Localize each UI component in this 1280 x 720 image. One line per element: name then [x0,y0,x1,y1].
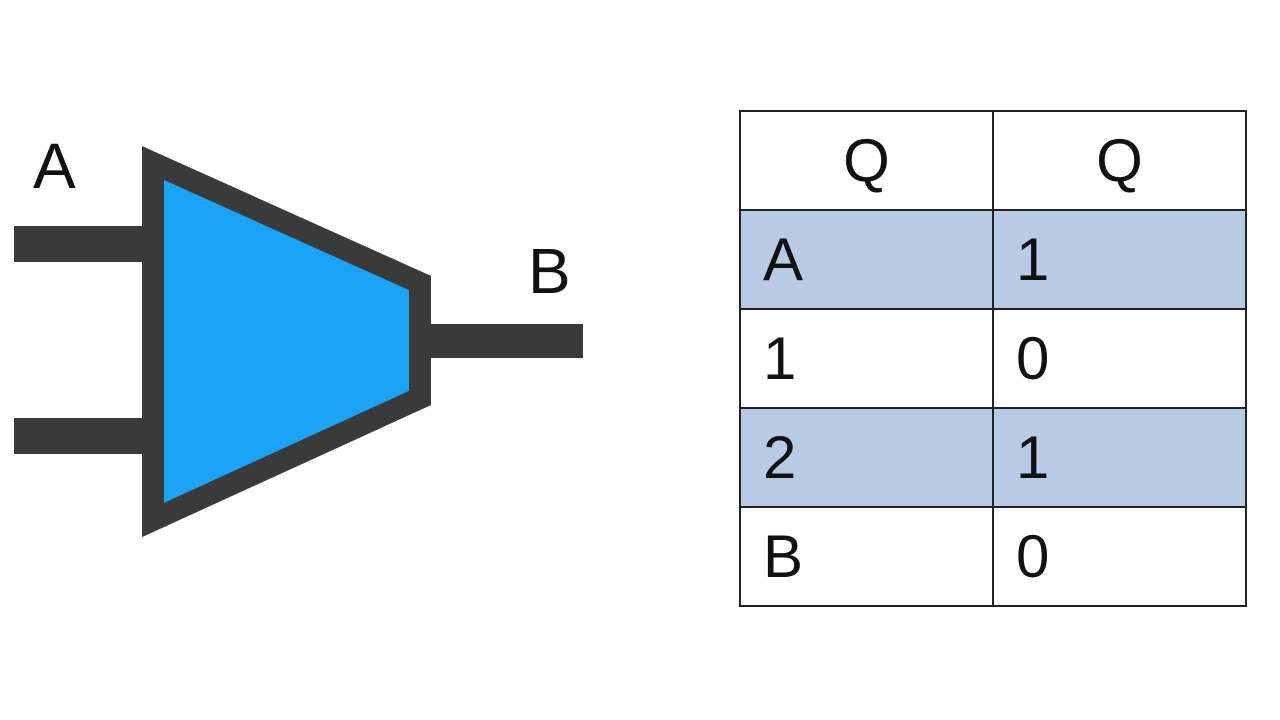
output-wire [420,324,583,358]
table-row: B 0 [739,506,1247,607]
table-cell: B [739,506,994,607]
table-cell: A [739,209,994,310]
input-wire-top [14,226,154,262]
column-header: Q [992,110,1247,211]
table-cell: 0 [992,506,1247,607]
table-cell: 1 [739,308,994,409]
table-cell: 1 [992,209,1247,310]
table-row: 2 1 [739,407,1247,508]
table-cell: 1 [992,407,1247,508]
table-header-row: Q Q [739,110,1247,211]
truth-table: Q Q A 1 1 0 2 1 B 0 [739,110,1247,607]
gate-body [142,145,431,538]
table-row: A 1 [739,209,1247,310]
input-label: A [33,130,76,202]
table-cell: 2 [739,407,994,508]
table-row: 1 0 [739,308,1247,409]
table-cell: 0 [992,308,1247,409]
column-header: Q [739,110,994,211]
input-wire-bottom [14,418,154,454]
output-label: B [528,235,571,307]
logic-gate-diagram: A B [14,130,583,538]
